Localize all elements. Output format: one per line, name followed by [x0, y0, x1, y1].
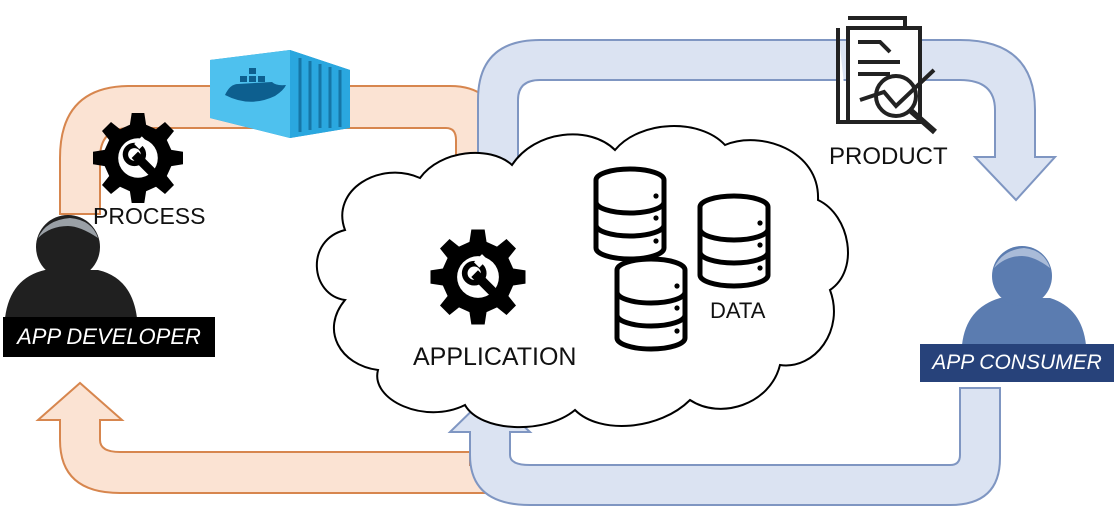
- application-to-developer-arrow: [35, 381, 511, 494]
- application-label: APPLICATION: [413, 343, 577, 371]
- consumer-to-application-arrow: [447, 387, 1001, 506]
- application-gear-wrench-icon: [430, 229, 526, 325]
- user-icon: [962, 246, 1086, 345]
- app-consumer-badge: APP CONSUMER: [920, 344, 1114, 382]
- docker-container-icon: [210, 50, 350, 138]
- database-icon: [617, 259, 685, 349]
- product-label: PRODUCT: [829, 143, 948, 170]
- app-developer-badge: APP DEVELOPER: [3, 317, 215, 357]
- data-label: DATA: [710, 298, 766, 323]
- process-gear-wrench-icon: [93, 113, 183, 203]
- process-label: PROCESS: [93, 203, 206, 229]
- report-magnifier-icon: [836, 16, 937, 135]
- database-icon: [596, 169, 664, 259]
- user-icon: [5, 215, 137, 318]
- database-icon: [700, 196, 768, 286]
